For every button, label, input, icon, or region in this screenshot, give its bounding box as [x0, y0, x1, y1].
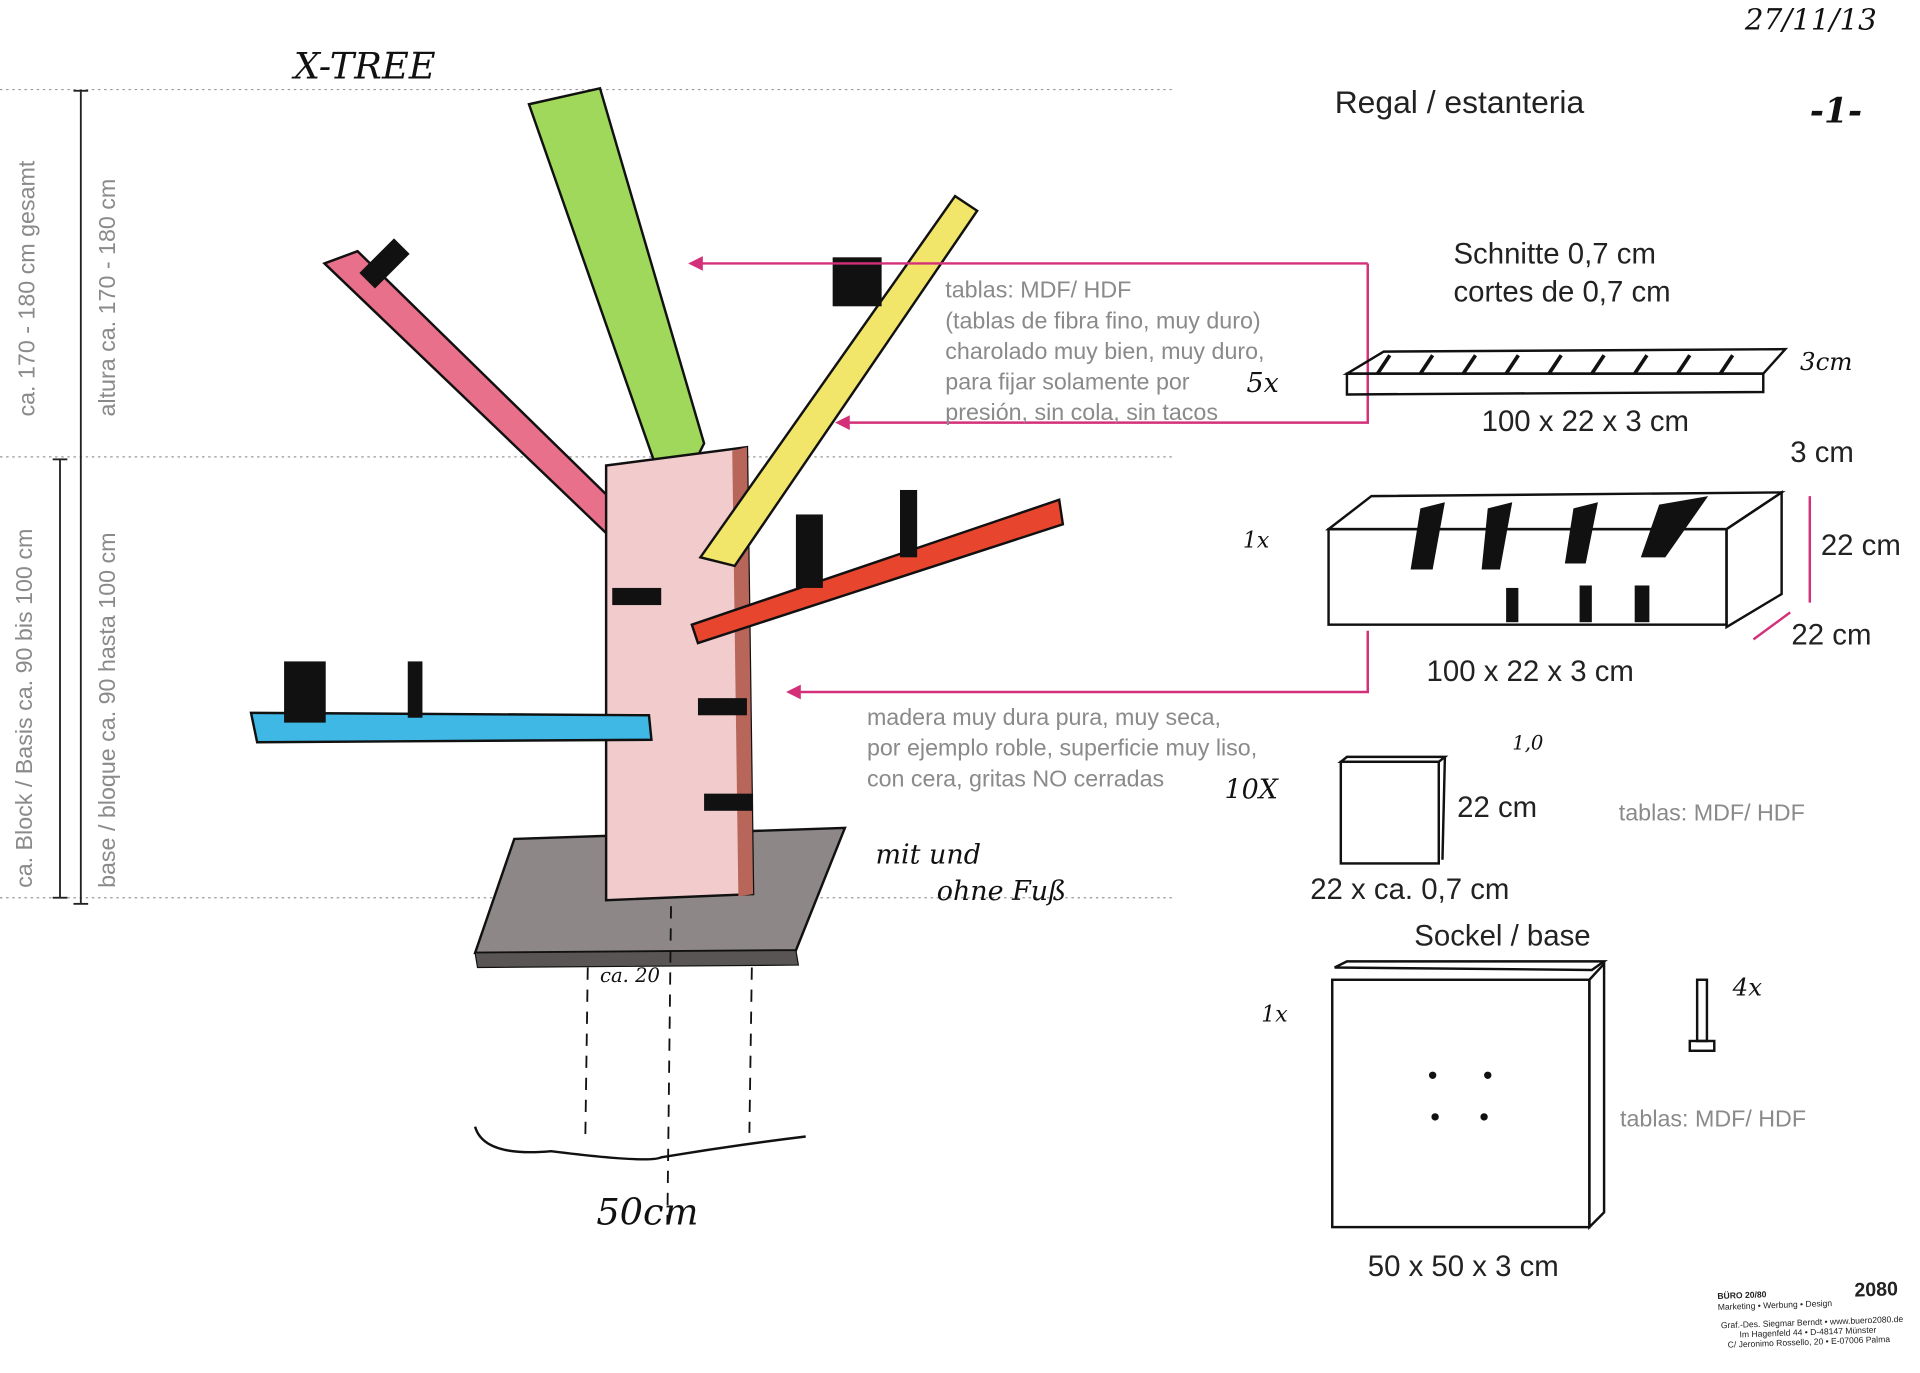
date: 27/11/13 [1744, 3, 1877, 37]
foot-width: ca. 20 [600, 964, 660, 987]
shelf-material: tablas: MDF/ HDF [1619, 800, 1805, 826]
svg-text:Marketing • Werbung • Design: Marketing • Werbung • Design [1718, 1298, 1833, 1312]
cuts-title: Schnitte 0,7 cm [1453, 237, 1655, 270]
block-size: 100 x 22 x 3 cm [1427, 655, 1634, 688]
svg-text:2080: 2080 [1854, 1278, 1898, 1302]
base-height-label: base / bloque ca. 90 hasta 100 cm [94, 532, 120, 887]
svg-text:madera muy dura pura, muy seca: madera muy dura pura, muy seca, [867, 704, 1221, 730]
foot-note-2: ohne Fuß [937, 876, 1066, 907]
base-material: tablas: MDF/ HDF [1620, 1106, 1806, 1132]
cuts-title-es: cortes de 0,7 cm [1453, 275, 1670, 308]
base-title: Sockel / base [1414, 919, 1590, 952]
green-branch [527, 86, 706, 513]
company-stamp: BÜRO 20/80 Marketing • Werbung • Design … [1717, 1278, 1903, 1350]
shelf-side: 22 cm [1457, 791, 1537, 824]
svg-text:BÜRO 20/80: BÜRO 20/80 [1717, 1289, 1767, 1301]
dimension-lines [52, 89, 89, 905]
tree-drawing [249, 86, 1065, 1225]
shelf-drawing [1337, 755, 1449, 865]
svg-text:para fijar solamente por: para fijar solamente por [945, 369, 1190, 395]
subtitle: Regal / estanteria [1335, 84, 1585, 120]
svg-text:(tablas de fibra fino, muy dur: (tablas de fibra fino, muy duro) [945, 307, 1260, 333]
sketch-title: X-TREE [291, 45, 436, 88]
foot-note-1: mit und [876, 839, 981, 870]
red-branch [690, 498, 1065, 645]
width-label: 50cm [596, 1191, 698, 1234]
base-drawing [1331, 960, 1608, 1231]
shelf-thickness: 1,0 [1512, 732, 1543, 755]
block-top: 3 cm [1790, 436, 1854, 469]
svg-text:presión, sin cola, sin tacos: presión, sin cola, sin tacos [945, 399, 1218, 425]
annotation-arrows [700, 262, 1369, 694]
block-height-label: ca. Block / Basis ca. 90 bis 100 cm [11, 529, 37, 888]
board-drawing [1342, 347, 1789, 396]
boards-count: 5x [1247, 368, 1279, 399]
svg-text:Im Hagenfeld 44 • D-48147 Müns: Im Hagenfeld 44 • D-48147 Münster [1739, 1325, 1876, 1340]
boards-note: tablas: MDF/ HDF (tablas de fibra fino, … [945, 277, 1264, 425]
block-drawing [1324, 490, 1786, 630]
pink-branch [322, 249, 642, 541]
block-depth: 22 cm [1791, 618, 1871, 651]
board-size: 100 x 22 x 3 cm [1482, 405, 1689, 438]
altura-label: altura ca. 170 - 180 cm [94, 179, 120, 417]
svg-text:por ejemplo roble, superficie: por ejemplo roble, superficie muy liso, [867, 735, 1257, 761]
svg-text:con cera, gritas NO cerradas: con cera, gritas NO cerradas [867, 765, 1164, 791]
block-height: 22 cm [1821, 529, 1901, 562]
svg-text:charolado muy bien, muy duro,: charolado muy bien, muy duro, [945, 338, 1264, 364]
block-count: 1x [1243, 529, 1270, 554]
trunk-note: madera muy dura pura, muy seca, por ejem… [867, 704, 1257, 791]
shelf-count: 10X [1224, 775, 1279, 806]
svg-text:tablas: MDF/ HDF: tablas: MDF/ HDF [945, 277, 1131, 303]
base-size: 50 x 50 x 3 cm [1368, 1250, 1559, 1283]
yellow-branch [698, 194, 979, 568]
screw-count: 4x [1732, 973, 1763, 1002]
base-count: 1x [1261, 1002, 1288, 1027]
board-thickness: 3cm [1800, 347, 1852, 376]
page-number: -1- [1810, 92, 1862, 132]
total-height-label: ca. 170 - 180 cm gesamt [13, 160, 39, 416]
blue-branch [249, 711, 653, 744]
shelf-size: 22 x ca. 0,7 cm [1310, 873, 1509, 906]
screw-icon [1688, 978, 1716, 1053]
